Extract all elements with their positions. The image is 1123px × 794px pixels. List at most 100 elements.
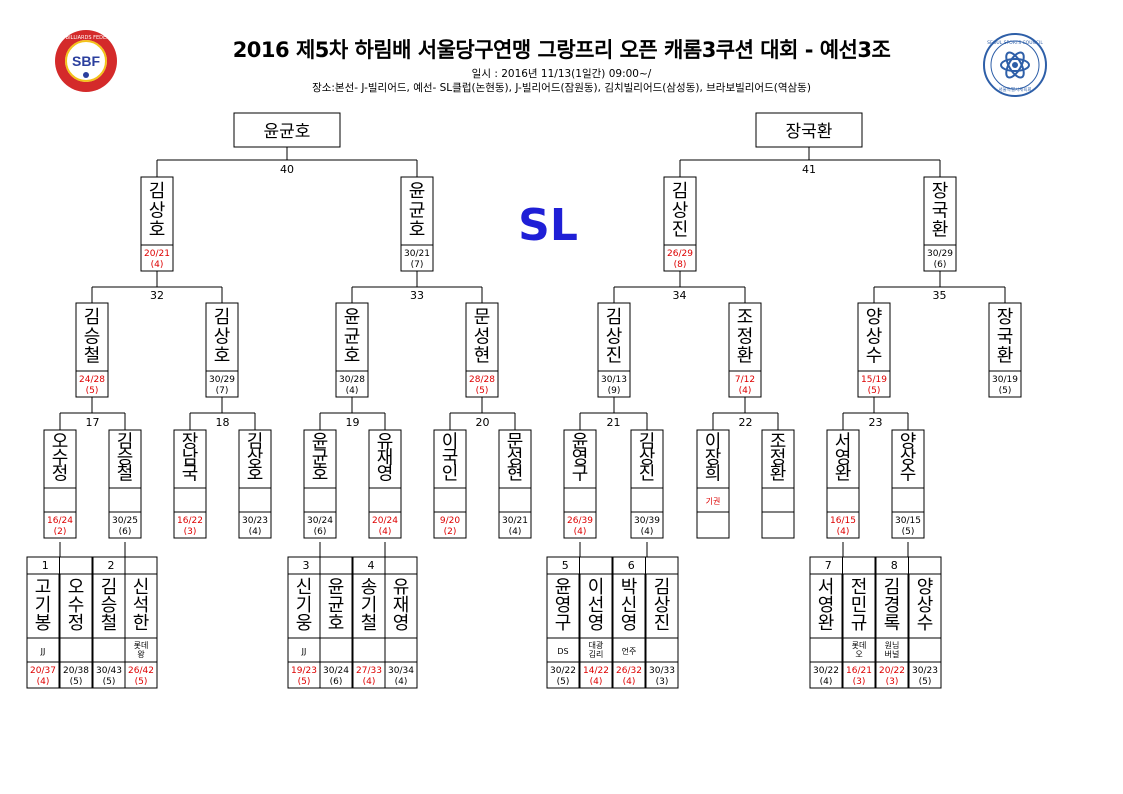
match-number: 35: [933, 289, 947, 302]
level4-player-note-cell: [433, 487, 467, 513]
level3-player-name-cell: [335, 302, 369, 372]
level2-player-score-cell: [923, 244, 957, 272]
level5-player-score-cell: [645, 661, 679, 689]
player-score: 26/29: [667, 249, 693, 259]
player-rank: (5): [868, 386, 881, 396]
player-rank: (4): [739, 386, 752, 396]
level3-player-score-cell: [597, 370, 631, 398]
level5-player-name-cell: [124, 573, 158, 639]
match-number: 4: [368, 559, 375, 572]
level3-player-name-cell: [728, 302, 762, 372]
level2-player-name-cell: [663, 176, 697, 246]
date-line: 일시 : 2016년 11/13(1일간) 09:00~/: [471, 68, 652, 80]
svg-text:SBF: SBF: [72, 53, 100, 69]
level4-player-name-cell: [43, 429, 77, 489]
match-number: 41: [802, 163, 816, 176]
level4-player-score-cell: [826, 511, 860, 539]
level4-player-note-cell: [498, 487, 532, 513]
player-rank: (4): [346, 386, 359, 396]
player-score: 16/24: [47, 516, 73, 526]
level3-player-name-cell: [205, 302, 239, 372]
level4-player-score-cell: [498, 511, 532, 539]
player-rank: (7): [216, 386, 229, 396]
sbf-logo: SBF SEOUL BILLIARDS FEDERATION: [47, 29, 125, 93]
level4-player-score-cell: [761, 511, 795, 539]
level5-player-name-cell: [842, 573, 876, 639]
player-note: 왕: [137, 650, 145, 659]
player-note: 원님: [885, 641, 900, 650]
player-rank: (4): [574, 527, 587, 537]
level5-player-score-cell: [352, 661, 386, 689]
level4-player-note-cell: [630, 487, 664, 513]
level5-player-note-cell: [809, 637, 843, 663]
player-note: 김리: [589, 649, 604, 659]
level5-player-score-cell: [842, 661, 876, 689]
player-rank: (4): [37, 677, 50, 687]
level5-player-score-cell: [92, 661, 126, 689]
player-rank: (4): [249, 527, 262, 537]
player-rank: (5): [902, 527, 915, 537]
player-rank: (4): [820, 677, 833, 687]
level4-player-name-cell: [108, 429, 142, 489]
player-score: 30/23: [912, 666, 938, 676]
level4-player-score-cell: [563, 511, 597, 539]
player-rank: (4): [151, 260, 164, 270]
final-box: [233, 112, 341, 148]
level4-player-score-cell: [303, 511, 337, 539]
player-score: 27/33: [356, 666, 382, 676]
player-score: 20/21: [144, 249, 170, 259]
level5-player-note-cell: [319, 637, 353, 663]
player-score: 30/13: [601, 375, 627, 385]
level5-player-score-cell: [875, 661, 909, 689]
player-rank: (4): [509, 527, 522, 537]
player-rank: (5): [135, 677, 148, 687]
level4-player-note-cell: [891, 487, 925, 513]
level4-player-note-cell: [108, 487, 142, 513]
player-score: 19/23: [291, 666, 317, 676]
player-score: 30/19: [992, 375, 1018, 385]
player-rank: (3): [886, 677, 899, 687]
player-score: 16/21: [846, 666, 872, 676]
venue-line: 장소:본선- J-빌리어드, 예선- SL클럽(논현동), J-빌리어드(잠원동…: [312, 82, 811, 94]
svg-text:SEOUL BILLIARDS FEDERATION: SEOUL BILLIARDS FEDERATION: [54, 35, 118, 41]
player-rank: (8): [674, 260, 687, 270]
level4-player-note-cell: [173, 487, 207, 513]
player-rank: (5): [70, 677, 83, 687]
svg-text:서울특별시체육회: 서울특별시체육회: [998, 86, 1031, 93]
player-score: 30/39: [634, 516, 660, 526]
level4-player-note-cell: [303, 487, 337, 513]
level4-player-name-cell: [826, 429, 860, 489]
match-number: 20: [476, 416, 490, 429]
player-score: 30/23: [242, 516, 268, 526]
level5-player-score-cell: [546, 661, 580, 689]
match-number: 3: [303, 559, 310, 572]
player-score: 20/22: [879, 666, 905, 676]
level5-player-note-cell: [287, 637, 321, 663]
level4-player-name-cell: [891, 429, 925, 489]
player-note: 대광: [589, 640, 604, 650]
match-number: 18: [216, 416, 230, 429]
level5-player-name-cell: [579, 573, 613, 639]
final-box: [755, 112, 863, 148]
level5-player-score-cell: [287, 661, 321, 689]
